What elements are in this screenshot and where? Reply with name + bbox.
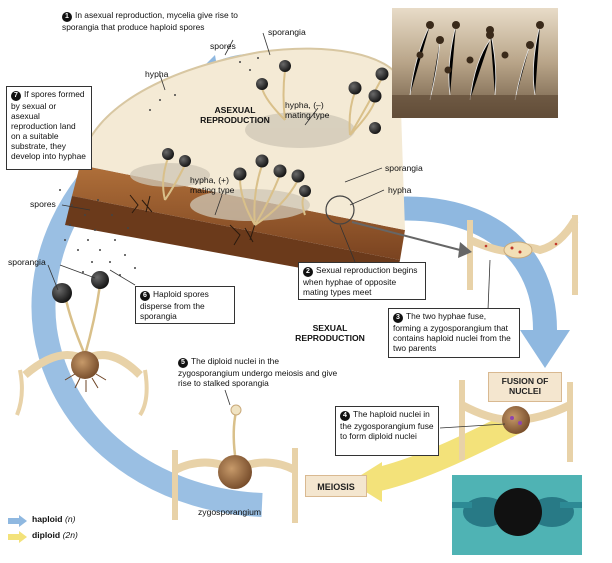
step-number-3: 3 [393, 313, 403, 323]
legend-diploid-n: (2n) [62, 530, 78, 540]
hypha-label-top: hypha [145, 69, 169, 79]
left-sporangium-2 [91, 271, 109, 289]
step-1-text: In asexual reproduction, mycelia give ri… [62, 10, 238, 32]
step-number-2: 2 [303, 267, 313, 277]
meiosis-box: MEIOSIS [305, 475, 367, 497]
sporangia-label-top: sporangia [268, 27, 306, 37]
step-number-7: 7 [11, 91, 21, 101]
sporangia-label-left: sporangia [8, 257, 46, 267]
step-number-1: 1 [62, 12, 72, 22]
diploid-cycle-arrow [372, 409, 526, 492]
meiosis-label: MEIOSIS [317, 482, 355, 492]
step-7-text: If spores formed by sexual or asexual re… [11, 89, 86, 162]
legend-haploid-text: haploid [32, 514, 63, 524]
haploid-right-arrow [378, 196, 557, 331]
step-6-text: Haploid spores disperse from the sporang… [140, 289, 209, 322]
step-2-text: Sexual reproduction begins when hyphae o… [303, 265, 418, 298]
legend-diploid-text: diploid [32, 530, 61, 540]
asexual-reproduction-label: ASEXUAL REPRODUCTION [200, 105, 270, 125]
sporangia-label-mid: sporangia [385, 163, 423, 173]
bottom-zygosporangium [218, 455, 252, 489]
spores-label-left: spores [30, 199, 56, 209]
fusion-of-nuclei-label: FUSION OF NUCLEI [501, 376, 549, 396]
spore-cloud [59, 57, 259, 281]
hypha-minus-label: hypha, (–) mating type [285, 100, 330, 120]
step-5-text: The diploid nuclei in the zygosporangium… [178, 356, 338, 389]
sexual-reproduction-label: SEXUAL REPRODUCTION [295, 323, 365, 343]
hypha-label-mid: hypha [388, 185, 412, 195]
zygosporangium-label: zygosporangium [198, 507, 262, 517]
spores-label-top: spores [210, 41, 236, 51]
step-number-5: 5 [178, 358, 188, 368]
legend-haploid-n: (n) [64, 514, 76, 524]
left-sporangium-1 [52, 283, 72, 303]
fusion-of-nuclei-box: FUSION OF NUCLEI [488, 372, 562, 402]
hypha-plus-label: hypha, (+) mating type [190, 175, 235, 195]
step-number-6: 6 [140, 291, 150, 301]
yellow-arrow-icon [8, 531, 27, 543]
substrate-top [80, 48, 405, 230]
legend: haploid (n) diploid (2n) [8, 514, 128, 550]
diploid-zygosporangium [502, 406, 530, 434]
step-3-text: The two hyphae fuse, forming a zygospora… [393, 311, 511, 354]
blue-arrow-icon [8, 515, 27, 527]
step-number-4: 4 [340, 411, 350, 421]
step-4-text: The haploid nuclei in the zygosporangium… [340, 409, 434, 442]
